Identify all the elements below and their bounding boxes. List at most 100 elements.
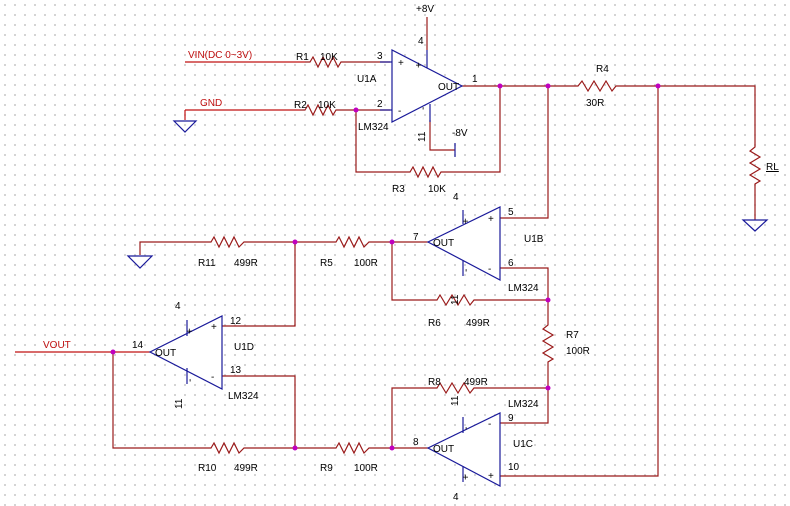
junction-u1b-out <box>389 239 395 245</box>
resistor-r1 <box>305 55 345 69</box>
opamp-u1d-vneg-sign: - <box>185 379 196 382</box>
opamp-u1b-pin-vpos: 4 <box>453 192 459 203</box>
resistor-r2-ref: R2 <box>294 100 307 111</box>
opamp-u1a-pin-out: 1 <box>472 74 478 85</box>
junction-r10-r9 <box>292 445 298 451</box>
resistor-r5 <box>330 235 375 249</box>
net-label-vout: VOUT <box>43 340 71 351</box>
junction-u1c-out <box>389 445 395 451</box>
junction-r11-r5 <box>292 239 298 245</box>
resistor-r4 <box>570 79 625 93</box>
resistor-r3-ref: R3 <box>392 184 405 195</box>
wire-u1c-pos <box>500 86 659 477</box>
resistor-r11-ref: R11 <box>198 258 216 269</box>
opamp-u1a-plus-sign: + <box>398 58 404 69</box>
wire-u1d-pos <box>222 242 296 327</box>
resistor-r4-ref: R4 <box>596 64 609 75</box>
opamp-u1b-vneg-sign: - <box>461 269 472 272</box>
resistor-r11-value: 499R <box>234 258 258 269</box>
opamp-u1a-out-label: OUT <box>438 82 459 93</box>
opamp-u1d-out-label: OUT <box>155 348 176 359</box>
opamp-u1c-ref: U1C <box>513 439 533 450</box>
opamp-u1a-pin-vneg: 11 <box>417 131 428 142</box>
opamp-u1a-minus-sign: - <box>398 106 401 117</box>
opamp-u1d-ref: U1D <box>234 342 254 353</box>
opamp-u1c-vneg-sign: - <box>461 427 472 430</box>
net-label-vin: VIN(DC 0~3V) <box>188 50 252 61</box>
wire-u1b-pos <box>500 86 549 219</box>
opamp-u1a-pin-pos: 3 <box>377 51 383 62</box>
opamp-u1c-part: LM324 <box>508 399 539 410</box>
resistor-r1-value: 10K <box>320 52 338 63</box>
net-label-vneg: -8V <box>452 128 468 139</box>
ground-symbol-gnd <box>172 120 198 133</box>
resistor-rl-ref: RL <box>766 162 779 173</box>
ground-symbols <box>126 120 769 269</box>
junction-vout <box>110 349 116 355</box>
resistor-r9-ref: R9 <box>320 463 333 474</box>
junctions <box>110 83 661 451</box>
wire-u1b-neg <box>500 267 549 300</box>
resistor-r9 <box>330 441 375 455</box>
wire-r4-rl <box>625 85 756 140</box>
opamp-u1a-vneg-sign: - <box>418 107 429 110</box>
opamp-u1c-pin-out: 8 <box>413 437 419 448</box>
opamp-u1a-pin-vpos: 4 <box>418 36 424 47</box>
resistor-labels: R1 10K R2 10K R3 10K R4 30R RL R11 499R … <box>198 52 779 474</box>
opamp-u1d-pin-pos: 12 <box>230 316 242 327</box>
opamp-u1d-pin-out: 14 <box>132 340 144 351</box>
opamp-u1c-minus-sign: - <box>488 419 491 430</box>
opamp-u1c: - + OUT - + <box>426 412 501 487</box>
ground-symbol-r11 <box>126 255 154 269</box>
resistor-r4-value: 30R <box>586 98 604 109</box>
wire-r3-right <box>445 86 501 173</box>
opamp-u1b-part: LM324 <box>508 283 539 294</box>
opamp-u1b-ref: U1B <box>524 234 544 245</box>
opamp-u1a-pin-neg: 2 <box>377 99 383 110</box>
opamp-u1c-vpos-sign: + <box>461 474 472 480</box>
resistor-r10-value: 499R <box>234 463 258 474</box>
wire-r8-left <box>391 387 430 448</box>
opamp-u1d-pin-vpos: 4 <box>175 301 181 312</box>
opamp-u1c-pin-vpos: 4 <box>453 492 459 503</box>
opamp-u1a-part: LM324 <box>358 122 389 133</box>
opamp-u1c-pin-pos: 10 <box>508 462 520 473</box>
ground-symbol-rl <box>741 219 769 232</box>
resistor-r8-ref: R8 <box>428 377 441 388</box>
opamp-u1b-pin-neg: 6 <box>508 258 514 269</box>
opamp-u1a-vpos-sign: + <box>414 62 425 68</box>
opamp-u1c-plus-sign: + <box>488 471 494 482</box>
opamp-u1b-pin-vneg: 11 <box>450 294 461 305</box>
net-labels: +8V -8V VIN(DC 0~3V) GND VOUT <box>43 4 468 351</box>
opamp-u1b: + - OUT + - <box>426 206 501 281</box>
net-label-vpos: +8V <box>416 4 434 15</box>
opamp-u1d-vpos-sign: + <box>185 328 196 334</box>
net-label-gnd: GND <box>200 98 222 109</box>
opamp-u1b-minus-sign: - <box>488 264 491 275</box>
opamp-u1d: + - OUT + - <box>148 315 223 390</box>
resistor-r9-value: 100R <box>354 463 378 474</box>
junction-u1c-pos <box>655 83 661 89</box>
wire-vneg <box>429 120 455 151</box>
junction-u1b-pos <box>545 83 551 89</box>
resistors <box>205 55 762 455</box>
opamp-u1d-body <box>148 315 223 390</box>
resistor-rl <box>748 140 762 190</box>
opamp-u1d-pin-neg: 13 <box>230 365 242 376</box>
wire-r10-left <box>112 352 205 449</box>
junction-r6-r7 <box>545 297 551 303</box>
wire-r3-left <box>355 110 405 173</box>
resistor-r5-ref: R5 <box>320 258 333 269</box>
opamp-u1b-plus-sign: + <box>488 214 494 225</box>
opamp-u1c-pin-neg: 9 <box>508 413 514 424</box>
opamp-u1a-ref: U1A <box>357 74 377 85</box>
opamp-u1b-pin-pos: 5 <box>508 207 514 218</box>
opamp-u1c-pin-vneg: 11 <box>450 395 461 406</box>
opamp-u1a: + - OUT + - <box>380 49 464 123</box>
resistor-r7 <box>541 318 555 365</box>
resistor-r7-ref: R7 <box>566 330 579 341</box>
resistor-r6-ref: R6 <box>428 318 441 329</box>
opamp-u1b-pin-out: 7 <box>413 232 419 243</box>
junction-r7-r8 <box>545 385 551 391</box>
